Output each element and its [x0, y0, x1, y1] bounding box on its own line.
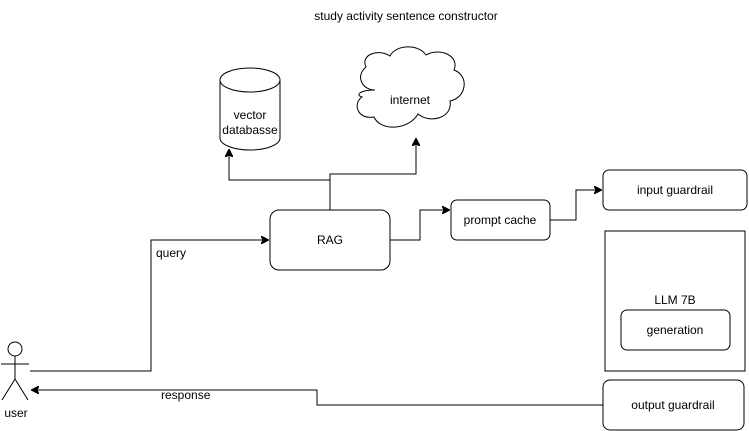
vector-database-node: vector databasse — [219, 67, 281, 151]
input-guardrail-node: input guardrail — [602, 169, 748, 211]
prompt-cache-node: prompt cache — [450, 199, 551, 241]
rag-label: RAG — [317, 233, 343, 247]
response-label: response — [161, 388, 211, 402]
vector-database-label-line2: databasse — [222, 123, 278, 137]
edge-output-guardrail-to-user — [32, 390, 603, 406]
vector-database-label-line1: vector — [234, 108, 267, 122]
user-icon — [1, 341, 29, 401]
output-guardrail-label: output guardrail — [631, 398, 714, 412]
internet-label: internet — [390, 93, 431, 107]
user-label: user — [4, 406, 27, 420]
rag-node: RAG — [269, 209, 391, 271]
edge-rag-to-prompt-cache — [390, 210, 449, 241]
internet-node: internet — [356, 46, 465, 128]
diagram-title: study activity sentence constructor — [314, 9, 497, 23]
edge-user-to-rag — [30, 240, 268, 372]
query-label: query — [156, 246, 186, 260]
input-guardrail-label: input guardrail — [637, 183, 713, 197]
llm-label: LLM 7B — [654, 293, 695, 307]
edge-prompt-cache-to-input-guardrail — [550, 190, 601, 221]
edge-rag-to-vector-db — [229, 150, 331, 210]
output-guardrail-node: output guardrail — [602, 379, 745, 431]
generation-label: generation — [647, 323, 704, 337]
user-actor: user — [1, 341, 29, 420]
prompt-cache-label: prompt cache — [464, 213, 537, 227]
generation-node: generation — [620, 309, 731, 351]
edge-rag-to-internet — [329, 139, 416, 180]
